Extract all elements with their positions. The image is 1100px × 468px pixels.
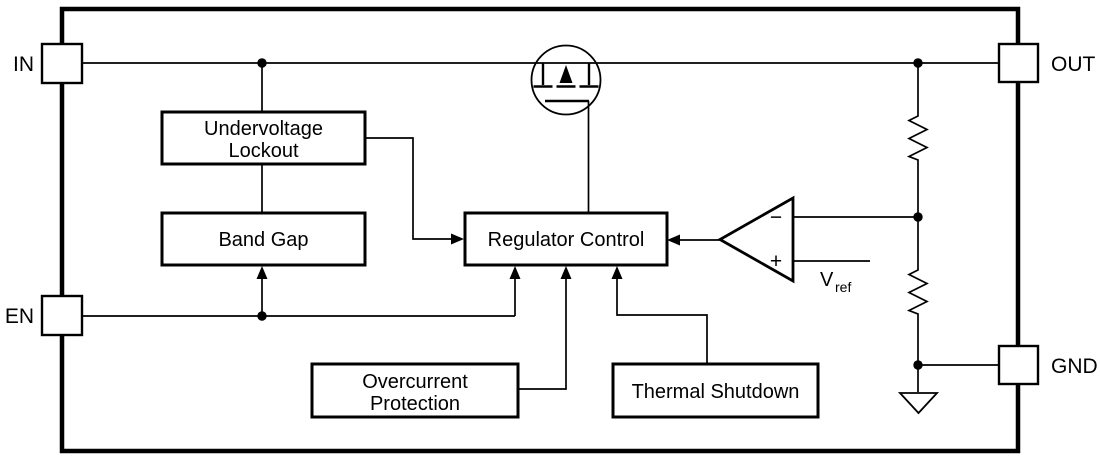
block-band-gap: Band Gap <box>160 211 367 267</box>
wires <box>82 62 1000 392</box>
pin-en-pad <box>40 294 84 337</box>
arrow-into-regcontrol-left <box>451 233 464 245</box>
junction-dot <box>257 58 267 68</box>
resistor-r1-icon <box>906 112 929 164</box>
error-amplifier-triangle <box>717 195 795 284</box>
block-undervoltage-lockout: Undervoltage Lockout <box>160 110 367 166</box>
block-thermal-shutdown-box <box>611 362 820 419</box>
block-overcurrent-protection-label-line2: Protection <box>370 393 460 415</box>
function-blocks: Undervoltage Lockout Band Gap Regulator … <box>160 110 820 419</box>
pins: IN EN OUT GND <box>5 42 1098 386</box>
junction-dots <box>257 58 923 370</box>
block-overcurrent-protection: Overcurrent Protection <box>310 362 520 419</box>
arrow-en-into-regcontrol <box>509 266 521 279</box>
block-regulator-control-label: Regulator Control <box>488 229 645 251</box>
block-undervoltage-lockout-label-line1: Undervoltage <box>204 118 323 140</box>
ground-icon <box>897 392 940 415</box>
arrow-ocp-into-regcontrol <box>560 266 572 279</box>
block-undervoltage-lockout-box <box>160 110 367 166</box>
block-thermal-shutdown-label: Thermal Shutdown <box>632 381 800 403</box>
block-band-gap-box <box>160 211 367 267</box>
fet-circle <box>530 44 602 116</box>
junction-dot <box>913 212 923 222</box>
arrow-ts-into-regcontrol <box>611 266 623 279</box>
pass-fet-icon <box>530 44 602 116</box>
wire-ocp-regcontrol <box>518 278 567 390</box>
fet-terminals <box>533 63 599 103</box>
arrow-into-regcontrol-right <box>667 234 680 246</box>
error-amplifier: − + V ref <box>717 195 851 295</box>
pin-out-label: OUT <box>1051 53 1096 76</box>
chip-outline <box>59 6 1021 454</box>
block-overcurrent-protection-box <box>310 362 520 419</box>
vref-subscript: ref <box>835 279 851 295</box>
wire-ts-regcontrol <box>616 278 708 364</box>
junction-dot <box>913 360 923 370</box>
junction-dot <box>257 311 267 321</box>
block-undervoltage-lockout-label-line2: Lockout <box>228 140 298 162</box>
block-band-gap-label: Band Gap <box>218 229 308 251</box>
block-regulator-control-box <box>463 211 669 267</box>
vref-label: V <box>820 269 834 291</box>
resistor-r2-icon <box>906 266 929 318</box>
wire-uvlo-regcontrol <box>365 137 453 240</box>
pin-in-pad <box>40 42 84 85</box>
block-overcurrent-protection-label-line1: Overcurrent <box>362 371 468 393</box>
block-regulator-control: Regulator Control <box>463 211 669 267</box>
noninverting-input-sign: + <box>770 250 782 273</box>
arrowheads <box>256 233 680 279</box>
pin-out-pad <box>997 42 1040 84</box>
fet-body-arrow <box>559 65 573 83</box>
inverting-input-sign: − <box>770 206 782 229</box>
pin-in-label: IN <box>13 53 34 76</box>
junction-dot <box>913 58 923 68</box>
arrow-en-into-bandgap <box>256 266 268 279</box>
pin-en-label: EN <box>5 305 34 328</box>
pin-gnd-pad <box>997 344 1040 386</box>
block-thermal-shutdown: Thermal Shutdown <box>611 362 820 419</box>
pin-gnd-label: GND <box>1051 355 1098 378</box>
